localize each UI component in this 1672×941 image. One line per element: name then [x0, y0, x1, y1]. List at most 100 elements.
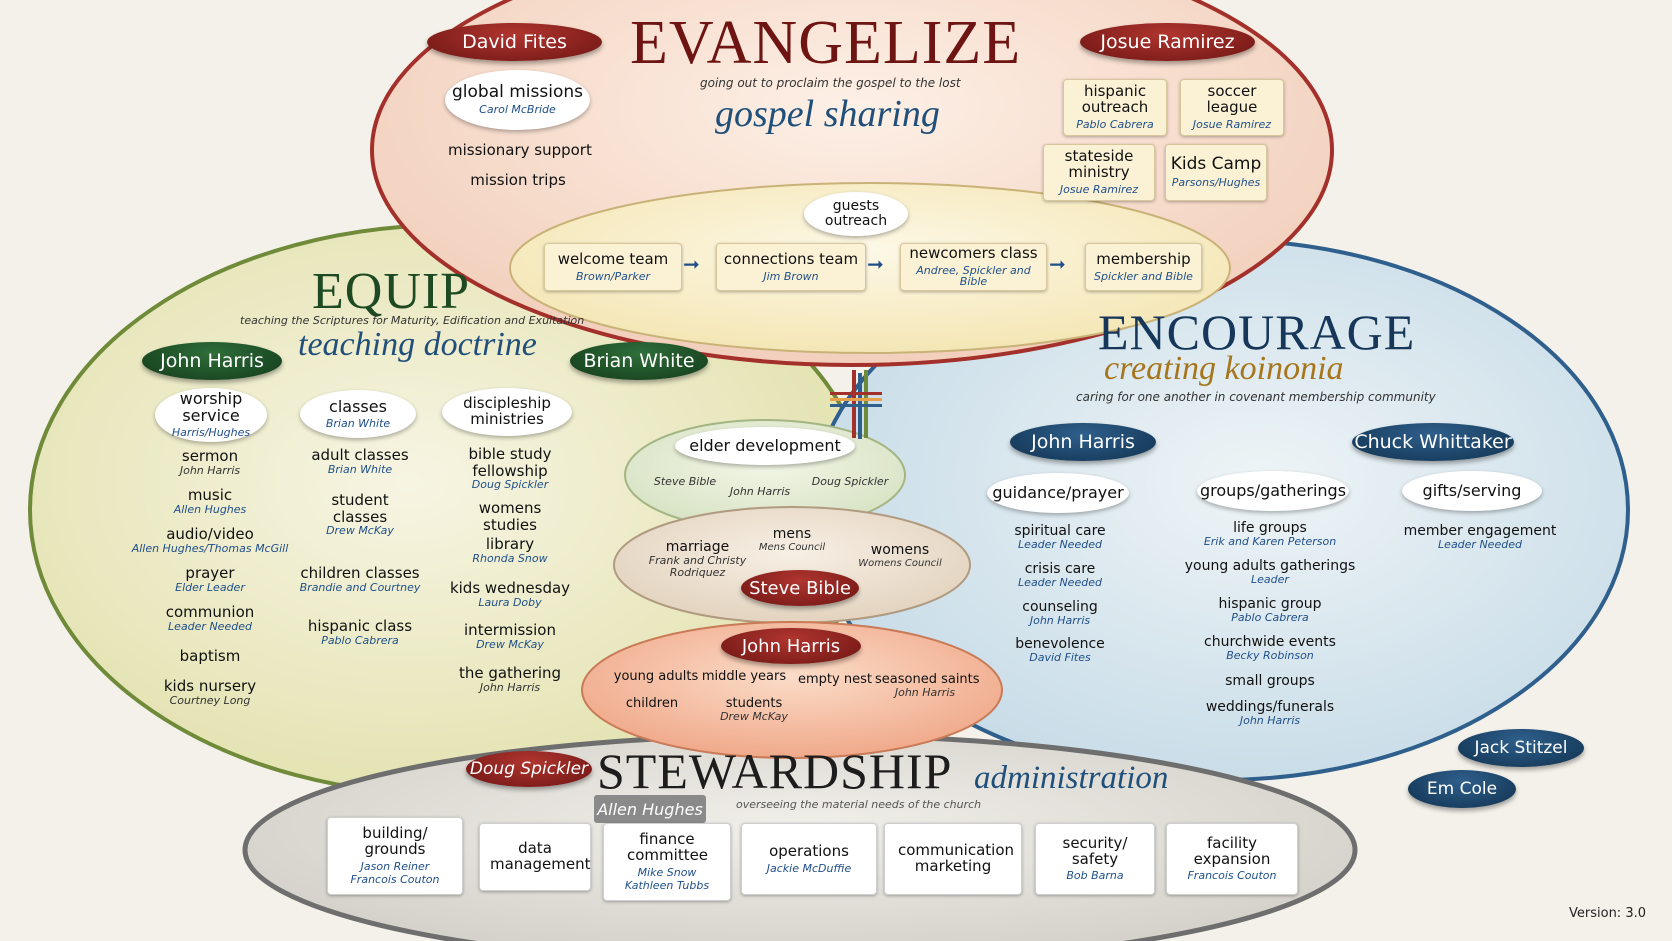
- gifts-serving-oval: gifts/serving: [1402, 471, 1542, 511]
- equip-item-womens-studies: womens studies: [478, 499, 542, 534]
- item-missionary-support: missionary support: [448, 141, 592, 159]
- evangelize-script: gospel sharing: [715, 93, 940, 135]
- global-missions-oval: global missions Carol McBride: [445, 70, 590, 130]
- evangelize-title: EVANGELIZE: [630, 9, 1022, 77]
- guidance-prayer-oval: guidance/prayer: [987, 473, 1129, 513]
- box-data-management: data management: [479, 823, 591, 891]
- equip-script: teaching doctrine: [298, 326, 537, 363]
- encourage-title: ENCOURAGE: [1098, 304, 1416, 360]
- leader-badge-steve-bible: Steve Bible: [741, 570, 859, 606]
- cross-icon: [830, 370, 882, 439]
- leader-badge-chuck-whittaker: Chuck Whittaker: [1352, 423, 1514, 461]
- evangelize-subtitle: going out to proclaim the gospel to the …: [700, 76, 961, 90]
- discipleship-ministries-oval: discipleship ministries: [442, 388, 572, 436]
- arrow-right-icon: ➞: [867, 252, 884, 276]
- elder-person-john-harris: John Harris: [729, 485, 791, 498]
- ages-item-young-adults: young adults: [613, 669, 699, 684]
- ages-item-children: children: [625, 696, 679, 711]
- arrow-right-icon: ➞: [683, 252, 700, 276]
- guests-outreach-oval: guests outreach: [804, 192, 908, 236]
- item-mission-trips: mission trips: [470, 171, 566, 189]
- leader-badge-doug-spickler: Doug Spickler: [466, 751, 592, 787]
- guests-outreach-ellipse: [509, 182, 1231, 354]
- stewardship-title: STEWARDSHIP: [597, 743, 953, 799]
- leader-badge-josue-ramirez: Josue Ramirez: [1080, 23, 1255, 61]
- encourage-subtitle: caring for one another in covenant membe…: [1076, 390, 1436, 404]
- box-communication-marketing: communication marketing: [884, 823, 1022, 895]
- ages-ellipse: [581, 621, 1003, 759]
- leader-badge-allen-hughes: Allen Hughes: [594, 795, 706, 823]
- global-missions-title: global missions: [451, 82, 583, 103]
- equip-title: EQUIP: [312, 263, 471, 320]
- groups-gatherings-oval: groups/gatherings: [1197, 471, 1349, 511]
- leader-badge-david-fites: David Fites: [427, 23, 602, 61]
- arrow-right-icon: ➞: [1049, 252, 1066, 276]
- stewardship-script: administration: [974, 760, 1169, 796]
- elder-person-steve-bible: Steve Bible: [653, 475, 717, 488]
- leader-badge-john-harris-encourage: John Harris: [1010, 423, 1156, 461]
- encourage-script: creating koinonia: [1104, 350, 1344, 387]
- leader-badge-jack-stitzel: Jack Stitzel: [1458, 729, 1584, 767]
- leader-badge-john-harris-ages: John Harris: [721, 628, 861, 664]
- elder-development-oval: elder development: [675, 427, 855, 465]
- leader-badge-brian-white: Brian White: [570, 342, 708, 380]
- leader-badge-em-cole: Em Cole: [1408, 770, 1516, 808]
- global-missions-leader: Carol McBride: [479, 103, 556, 117]
- equip-item-baptism: baptism: [179, 647, 241, 665]
- version-label: Version: 3.0: [1569, 906, 1646, 921]
- elder-person-doug-spickler: Doug Spickler: [811, 475, 889, 488]
- ages-item-middle-years: middle years: [701, 669, 787, 684]
- leader-badge-john-harris: John Harris: [142, 342, 282, 380]
- equip-subtitle: teaching the Scriptures for Maturity, Ed…: [240, 314, 585, 327]
- stewardship-subtitle: overseeing the material needs of the chu…: [736, 798, 982, 811]
- ages-item-empty-nest: empty nest: [798, 672, 872, 687]
- encourage-item-small-groups: small groups: [1225, 673, 1315, 689]
